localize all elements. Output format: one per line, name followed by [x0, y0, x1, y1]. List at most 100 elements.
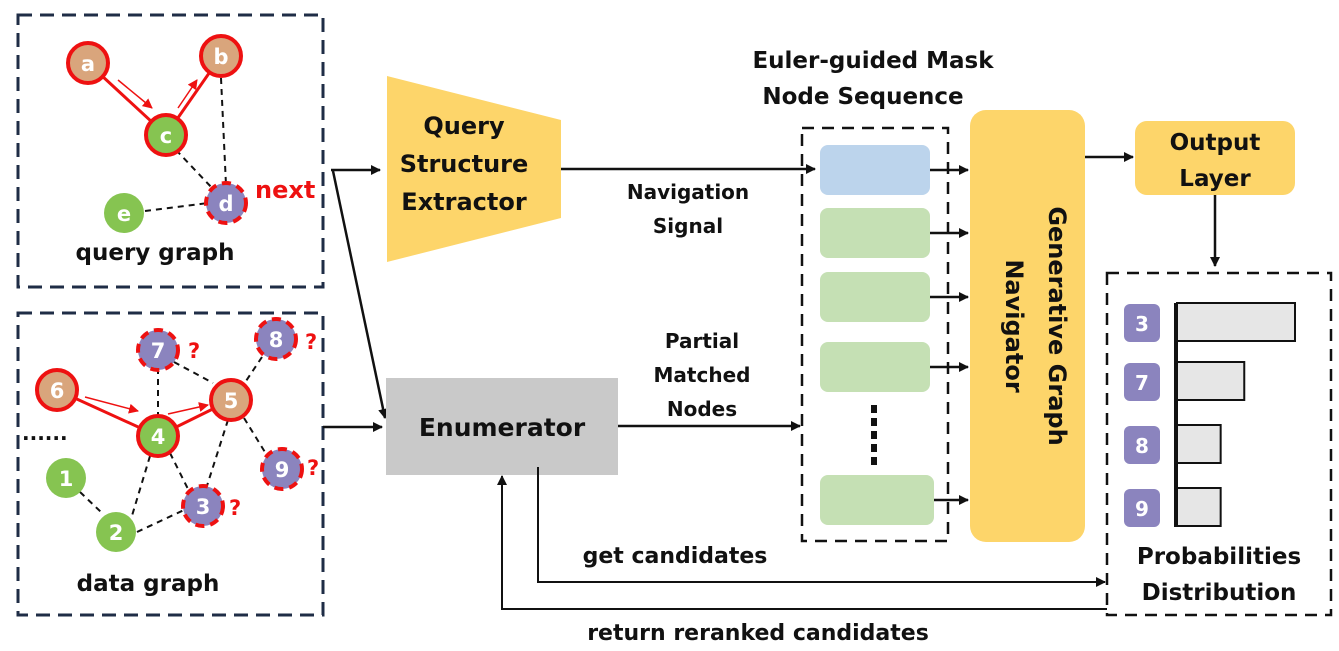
query-node-circle: [204, 181, 248, 225]
data-node-circle: [96, 512, 136, 552]
candidate-badge-label: 9: [1135, 497, 1149, 521]
query-graph-panel: a b c d e next query graph: [16, 13, 325, 289]
candidate-badge-label: 8: [1135, 434, 1149, 458]
partial-matched-line2: Matched: [654, 363, 751, 387]
return-reranked-label: return reranked candidates: [587, 621, 929, 646]
data-node-7: 7: [136, 328, 180, 372]
extractor-trapezoid: [387, 76, 561, 262]
data-node-label: 2: [109, 521, 124, 545]
question-mark-7: ?: [188, 339, 200, 363]
navigation-signal-line1: Navigation: [627, 180, 749, 204]
edge-b-d: [220, 77, 227, 186]
edge-4-2: [130, 455, 151, 520]
query-node-label: c: [160, 124, 172, 148]
slot-box: [820, 342, 930, 392]
sequence-title-line1: Euler-guided Mask: [752, 48, 994, 74]
enumerator-label: Enumerator: [419, 413, 586, 442]
edge-4-3: [169, 452, 191, 494]
enumerator-block: Enumerator: [386, 378, 618, 475]
query-node-d: d: [204, 181, 248, 225]
output-layer-box: [1135, 121, 1295, 195]
slot-box: [820, 272, 930, 322]
distribution-title-line1: Probabilities: [1137, 544, 1301, 570]
enumerator-box: [386, 378, 618, 475]
candidate-badge: [1124, 363, 1160, 401]
partial-matched-line3: Nodes: [667, 397, 737, 421]
probability-row-9: 9: [1124, 487, 1222, 527]
data-node-4: 4: [136, 414, 180, 458]
data-node-circle: [136, 414, 180, 458]
candidate-badge: [1124, 304, 1160, 342]
output-layer-line2: Layer: [1179, 166, 1251, 192]
get-candidates-arrow: [537, 467, 1106, 587]
edge-1-2: [79, 491, 103, 514]
query-node-e: e: [104, 193, 144, 233]
traversal-arrow-4-5: [167, 402, 209, 415]
data-node-label: 9: [275, 458, 290, 482]
query-node-circle: [144, 113, 188, 157]
query-node-b: b: [199, 34, 243, 78]
probability-distribution-panel: 3 7 8 9 Probabilities Distribution: [1105, 271, 1333, 617]
edge-c-d: [175, 149, 215, 191]
candidate-badge: [1124, 489, 1160, 527]
euler-sequence-panel: Euler-guided Mask Node Sequence: [752, 48, 994, 543]
probability-row-3: 3: [1124, 302, 1296, 342]
query-node-circle: [66, 41, 110, 85]
navigator-label-line2: Navigator: [1000, 259, 1028, 392]
probability-row-8: 8: [1124, 424, 1222, 464]
query-node-circle: [199, 34, 243, 78]
data-node-circle: [35, 368, 79, 412]
edge-5-3: [204, 419, 229, 493]
sequence-slot-masked: [820, 145, 969, 195]
data-node-6: 6: [35, 368, 79, 412]
generative-graph-navigator: Generative Graph Navigator: [970, 110, 1085, 542]
probability-bar: [1176, 302, 1296, 342]
output-layer: Output Layer: [1135, 121, 1295, 195]
sequence-slot-matched: [820, 342, 969, 392]
input-connectors: [323, 165, 389, 432]
edge-5-9: [243, 417, 269, 458]
query-node-c: c: [144, 113, 188, 157]
probability-bar: [1176, 361, 1246, 401]
data-node-3: 3: [181, 484, 225, 528]
query-node-label: b: [213, 45, 228, 69]
sequence-border: [800, 126, 950, 543]
data-node-circle: [260, 447, 304, 491]
data-node-label: 6: [50, 379, 65, 403]
query-node-label: d: [218, 192, 233, 216]
partial-matched-line1: Partial: [665, 329, 739, 353]
query-node-circle: [104, 193, 144, 233]
sequence-slot-matched: [820, 208, 969, 258]
data-node-label: 5: [224, 389, 239, 413]
data-node-5: 5: [209, 378, 253, 422]
data-node-circle: [46, 458, 86, 498]
sequence-slot-matched: [820, 475, 969, 525]
sequence-slot-matched: [820, 272, 969, 322]
return-reranked-arrow: [497, 475, 1107, 610]
navigation-signal-line2: Signal: [653, 214, 723, 238]
data-node-circle: [254, 317, 298, 361]
query-node-a: a: [66, 41, 110, 85]
question-mark-8: ?: [305, 330, 317, 354]
candidate-badge-label: 7: [1135, 371, 1149, 395]
data-node-label: 1: [59, 467, 74, 491]
data-node-label: 8: [269, 328, 284, 352]
next-label: next: [255, 176, 315, 204]
slot-box: [820, 208, 930, 258]
candidate-badge-label: 3: [1135, 312, 1149, 336]
probability-row-7: 7: [1124, 361, 1246, 401]
output-layer-line1: Output: [1170, 130, 1261, 156]
query-graph-label: query graph: [76, 240, 235, 266]
traversal-arrow-a-c: [117, 79, 153, 109]
slot-box: [820, 475, 934, 525]
sequence-title-line2: Node Sequence: [762, 84, 963, 110]
distribution-title-line2: Distribution: [1142, 580, 1297, 606]
data-node-circle: [136, 328, 180, 372]
data-node-circle: [181, 484, 225, 528]
data-node-8: 8: [254, 317, 298, 361]
data-node-circle: [209, 378, 253, 422]
slot-box: [820, 145, 930, 195]
data-node-label: 7: [151, 339, 166, 363]
